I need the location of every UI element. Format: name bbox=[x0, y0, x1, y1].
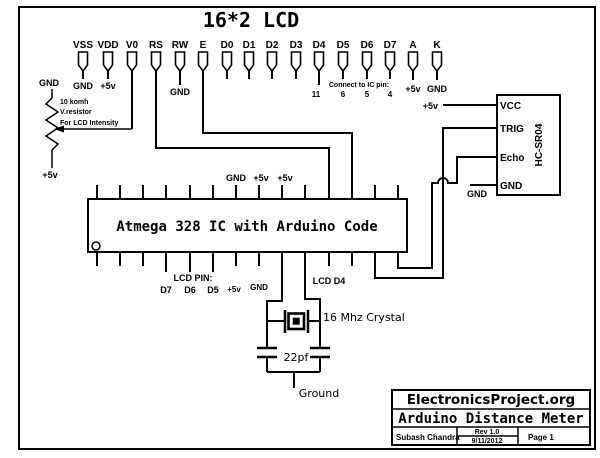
lcd-pin-label-e: E bbox=[200, 40, 207, 51]
trig-wire bbox=[374, 127, 497, 279]
titleblock-page: Page 1 bbox=[528, 433, 554, 442]
lcd-pin-label-k: K bbox=[433, 40, 441, 51]
sensor-pin-trig: TRIG bbox=[500, 124, 524, 135]
sensor-name: HC-SR04 bbox=[534, 123, 545, 166]
ic-pin-6: 6 bbox=[341, 90, 346, 99]
lcd-pin-label-v0: V0 bbox=[126, 40, 139, 51]
sensor-pin-gnd: GND bbox=[500, 181, 522, 192]
connect-note: Connect to IC pin: bbox=[329, 82, 389, 89]
mcu-bottom-gnd-label: GND bbox=[250, 283, 268, 292]
ic-pin-5: 5 bbox=[365, 90, 370, 99]
lcd-pin-label-d0: D0 bbox=[221, 40, 234, 51]
mcu-d7-label: D7 bbox=[160, 285, 172, 295]
pot-value-label: 10 komh bbox=[60, 99, 88, 106]
pin-connector bbox=[221, 51, 233, 72]
titleblock-site: ElectronicsProject.org bbox=[407, 392, 575, 408]
lcd-pin-label-d1: D1 bbox=[243, 40, 256, 51]
lcd-pin-label-d5: D5 bbox=[337, 40, 350, 51]
ultrasonic-sensor: +5v GND VCC TRIG Echo GND HC-SR04 bbox=[374, 94, 561, 279]
lcd-pin-label-rs: RS bbox=[149, 40, 163, 51]
lcd-pin-label-rw: RW bbox=[172, 40, 189, 51]
pin-connector bbox=[407, 51, 419, 72]
lcd-pin-label-a: A bbox=[409, 40, 416, 51]
mcu-bottom-5v-label: +5v bbox=[227, 285, 241, 294]
mcu-top-gnd-label: GND bbox=[226, 173, 247, 183]
xtal2-wire bbox=[304, 252, 321, 348]
pin-connector bbox=[337, 51, 349, 72]
pin-connector bbox=[126, 51, 138, 72]
pot-5v-label: +5v bbox=[42, 170, 57, 180]
k-gnd-label: GND bbox=[427, 84, 448, 94]
mcu: Atmega 328 IC with Arduino Code GND +5v … bbox=[87, 173, 408, 295]
sensor-pin-vcc: VCC bbox=[500, 101, 521, 112]
mcu-label: Atmega 328 IC with Arduino Code bbox=[116, 219, 377, 235]
a-5v-label: +5v bbox=[405, 84, 420, 94]
pin-connector bbox=[313, 51, 325, 72]
pin-connector bbox=[243, 51, 255, 72]
ic-pin-11: 11 bbox=[312, 90, 321, 99]
page-border bbox=[18, 6, 596, 450]
pot-purpose-label: For LCD Intensity bbox=[60, 120, 118, 127]
crystal-label: 16 Mhz Crystal bbox=[323, 311, 405, 324]
lcd-pin-label-d4: D4 bbox=[313, 40, 326, 51]
sensor-pin-echo: Echo bbox=[500, 153, 524, 164]
pin-connector bbox=[102, 51, 114, 72]
crystal-circuit: 16 Mhz Crystal 22pf Ground bbox=[257, 252, 405, 400]
mcu-top-5v-label-b: +5v bbox=[277, 173, 292, 183]
mcu-box bbox=[87, 198, 408, 253]
lcd-pin-label-d6: D6 bbox=[361, 40, 374, 51]
titleblock-date: 9/11/2012 bbox=[472, 438, 503, 445]
lcd-title: 16*2 LCD bbox=[203, 8, 299, 32]
wire-e bbox=[202, 71, 353, 199]
pin-connector bbox=[150, 51, 162, 72]
titleblock-project: Arduino Distance Meter bbox=[398, 411, 583, 427]
lcd-pin-label-d3: D3 bbox=[290, 40, 303, 51]
lcd-pin-header: LCD PIN: bbox=[174, 273, 213, 283]
vdd-5v-label: +5v bbox=[100, 81, 115, 91]
cap-value-label: 22pf bbox=[284, 351, 310, 364]
pin-connector bbox=[290, 51, 302, 72]
pot-gnd-label: GND bbox=[39, 78, 60, 88]
pin-connector bbox=[197, 51, 209, 72]
pot-wiper-arrow-icon bbox=[54, 125, 64, 133]
rw-gnd-label: GND bbox=[170, 87, 191, 97]
xtal1-wire bbox=[266, 252, 283, 348]
sensor-box bbox=[496, 94, 561, 196]
ground-label: Ground bbox=[299, 387, 339, 400]
lcd-pin-connectors bbox=[77, 51, 443, 72]
lcd-pin-label-vdd: VDD bbox=[97, 40, 118, 51]
pin-connector bbox=[361, 51, 373, 72]
lcd-d4-label: LCD D4 bbox=[313, 276, 346, 286]
mcu-top-pins bbox=[96, 185, 399, 199]
sensor-gnd-label: GND bbox=[467, 189, 488, 199]
echo-wire bbox=[397, 156, 497, 269]
crystal-core-icon bbox=[292, 317, 300, 325]
mcu-d5-label: D5 bbox=[207, 285, 219, 295]
potentiometer: GND +5v 10 komh V.resistor For LCD Inten… bbox=[39, 78, 132, 180]
resistor-zigzag bbox=[44, 97, 60, 151]
titleblock: ElectronicsProject.org Arduino Distance … bbox=[391, 389, 591, 446]
pot-type-label: V.resistor bbox=[60, 109, 92, 116]
sensor-5v-label: +5v bbox=[423, 101, 438, 111]
lcd-pin-label-vss: VSS bbox=[73, 40, 93, 51]
mcu-bottom-pins bbox=[96, 252, 353, 272]
pin-connector bbox=[174, 51, 186, 72]
mcu-top-5v-label-a: +5v bbox=[253, 173, 268, 183]
mcu-d6-label: D6 bbox=[184, 285, 196, 295]
lcd-pin-labels: VSS VDD V0 RS RW E D0 D1 D2 D3 D4 D5 D6 … bbox=[73, 40, 441, 51]
pin-connector bbox=[431, 51, 443, 72]
titleblock-rev: Rev 1.0 bbox=[475, 429, 500, 436]
pin-connector bbox=[266, 51, 278, 72]
pin-connector bbox=[384, 51, 396, 72]
lcd-pin-label-d7: D7 bbox=[384, 40, 397, 51]
wire-rs bbox=[155, 71, 330, 199]
vss-gnd-label: GND bbox=[73, 81, 94, 91]
pin1-marker-icon bbox=[91, 241, 101, 251]
titleblock-author: Subash Chandra bbox=[396, 433, 460, 442]
pin-connector bbox=[77, 51, 89, 72]
lcd-pin-wires bbox=[82, 71, 438, 199]
lcd-pin-label-d2: D2 bbox=[266, 40, 279, 51]
ic-pin-4: 4 bbox=[388, 90, 393, 99]
